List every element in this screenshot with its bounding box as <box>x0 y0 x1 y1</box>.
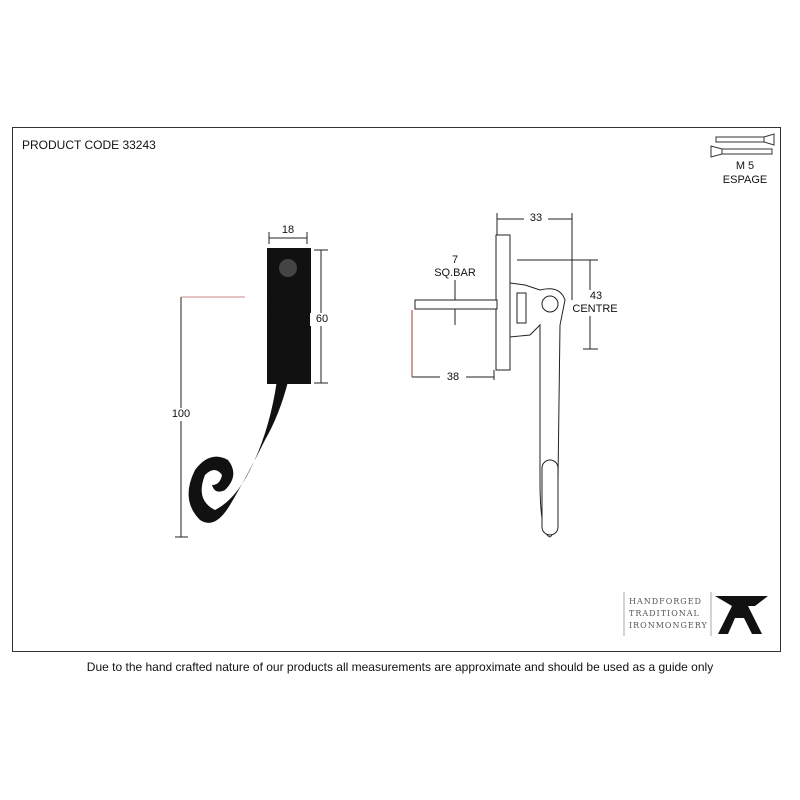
handle-front-view <box>188 248 311 523</box>
brand-line-1: HANDFORGED <box>629 597 702 606</box>
product-code: PRODUCT CODE 33243 <box>22 138 156 152</box>
brand-line-3: IRONMONGERY <box>629 621 708 630</box>
handle-side-view <box>414 234 566 538</box>
bar-size-dimension: 7 <box>451 254 459 266</box>
plate-height-dimension: 60 <box>310 313 334 326</box>
bar-label: SQ.BAR <box>434 267 476 279</box>
centre-label: CENTRE <box>570 303 620 316</box>
drawing-frame <box>12 127 781 652</box>
screw-size: M 5 <box>735 160 755 172</box>
total-height-dimension: 100 <box>168 408 194 421</box>
screw-type: ESPAGE <box>722 174 768 186</box>
disclaimer: Due to the hand crafted nature of our pr… <box>86 660 714 674</box>
anvil-logo <box>715 596 768 634</box>
centre-dimension: 43 <box>576 290 616 303</box>
screw-icon <box>710 133 775 158</box>
bar-length-dimension: 38 <box>440 371 466 384</box>
brand-line-2: TRADITIONAL <box>629 609 700 618</box>
projection-dimension: 33 <box>524 212 548 225</box>
width-dimension: 18 <box>281 224 295 236</box>
